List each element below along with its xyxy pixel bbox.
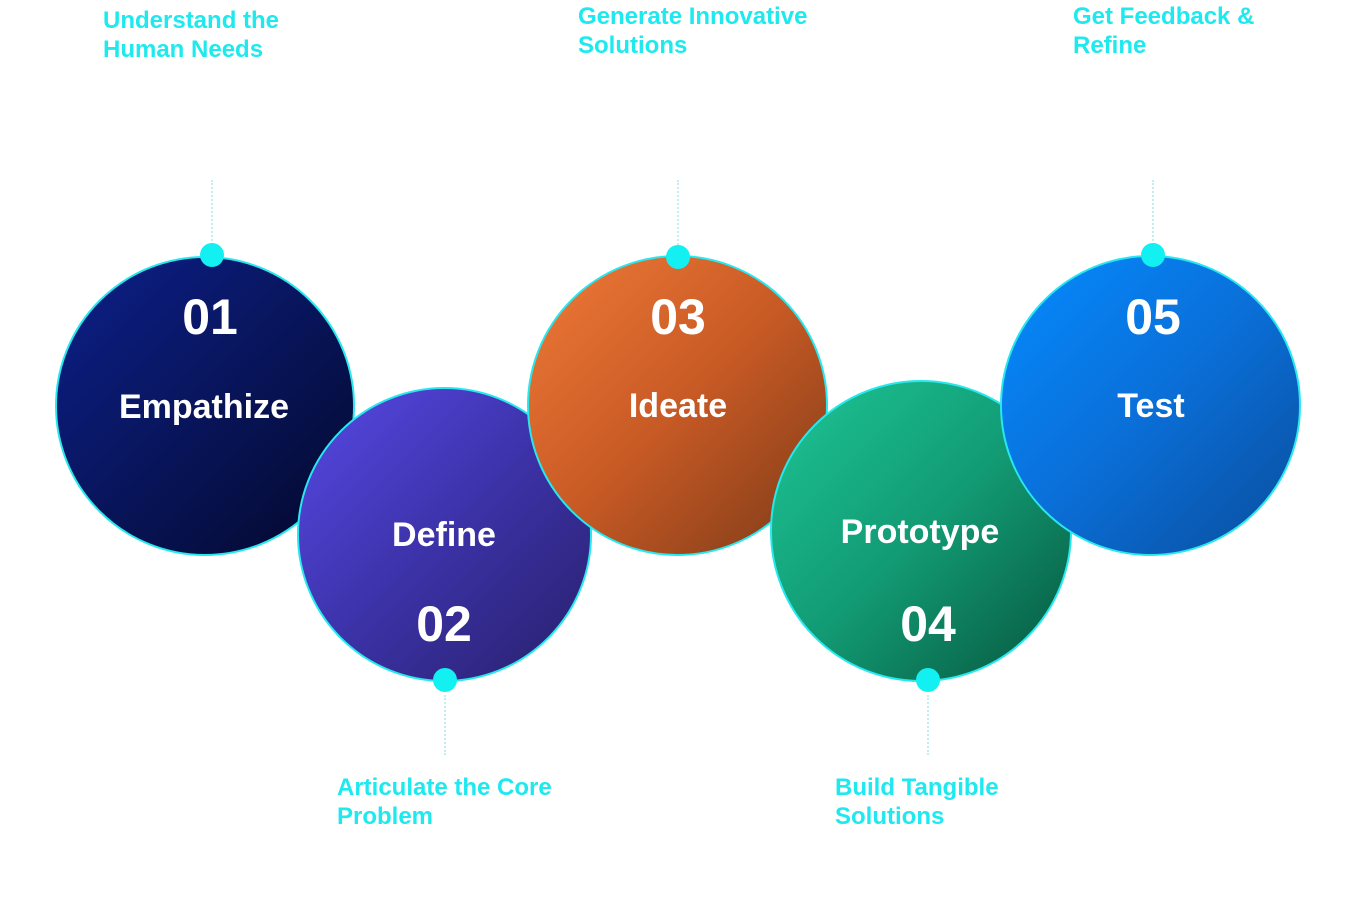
- step-3-dot: [666, 245, 690, 269]
- step-2-connector: [444, 695, 446, 755]
- step-1-connector: [211, 180, 213, 252]
- step-2-caption-line-1: Articulate the Core: [337, 774, 552, 801]
- step-4-number: 04: [900, 596, 956, 652]
- step-4-dot: [916, 668, 940, 692]
- step-3-number: 03: [650, 289, 706, 345]
- step-2-caption: Articulate the Core Problem: [337, 773, 552, 831]
- step-2-dot: [433, 668, 457, 692]
- step-3-caption-line-2: Solutions: [578, 32, 688, 59]
- step-1-caption: Understand the Human Needs: [103, 6, 279, 64]
- step-4-caption: Build Tangible Solutions: [835, 773, 999, 831]
- step-1-caption-line-1: Understand the: [103, 7, 280, 34]
- step-3-caption-line-1: Generate Innovative: [578, 3, 808, 30]
- step-5-dot: [1141, 243, 1165, 267]
- step-1-dot: [200, 243, 224, 267]
- step-5-caption: Get Feedback & Refine: [1073, 2, 1254, 60]
- step-5-number: 05: [1125, 289, 1181, 345]
- step-2-title: Define: [392, 516, 496, 554]
- step-5-caption-line-2: Refine: [1073, 32, 1147, 59]
- step-2-caption-line-2: Problem: [337, 803, 434, 830]
- step-5-circle: [1000, 255, 1301, 556]
- step-3-caption: Generate Innovative Solutions: [578, 2, 807, 60]
- step-5-connector: [1152, 180, 1154, 252]
- step-5-caption-line-1: Get Feedback &: [1073, 3, 1255, 30]
- step-2-number: 02: [416, 596, 472, 652]
- step-1-title: Empathize: [118, 388, 290, 426]
- step-4-caption-line-1: Build Tangible: [835, 774, 999, 801]
- step-3-title: Ideate: [628, 387, 728, 425]
- step-4-connector: [927, 695, 929, 755]
- step-4-title: Prototype: [840, 513, 1000, 551]
- step-4-caption-line-2: Solutions: [835, 803, 945, 830]
- step-1-caption-line-2: Human Needs: [103, 36, 264, 63]
- step-5-title: Test: [1117, 387, 1185, 425]
- step-3-connector: [677, 180, 679, 252]
- step-1-number: 01: [182, 289, 238, 345]
